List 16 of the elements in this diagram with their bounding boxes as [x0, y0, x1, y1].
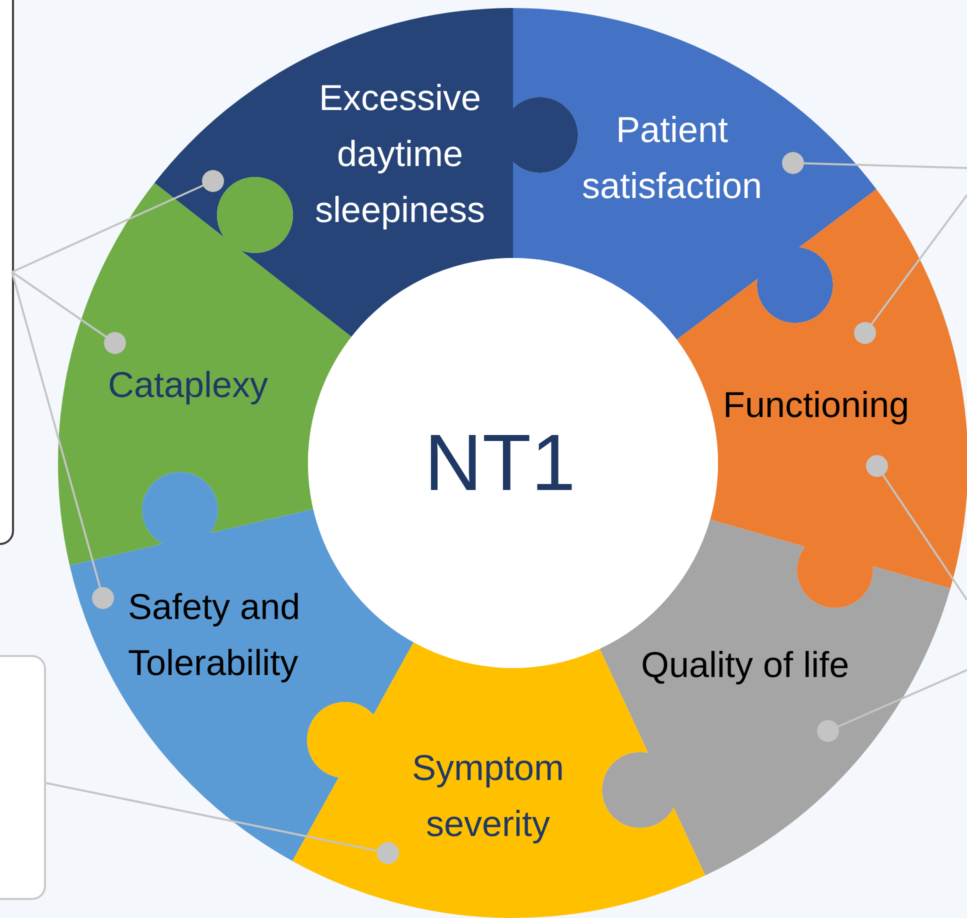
leader-line [817, 669, 967, 742]
piece-label: Safety and Tolerability [128, 585, 302, 685]
leader-line [11, 271, 126, 354]
piece-label: Excessive daytime sleepiness [314, 76, 486, 232]
leader-line [12, 170, 224, 273]
center-label: NT1 [423, 417, 577, 509]
leader-line [46, 782, 399, 864]
piece-label: Functioning [723, 383, 910, 427]
piece-label: Cataplexy [106, 363, 270, 407]
leader-line [11, 272, 114, 609]
piece-label: Patient satisfaction [580, 108, 764, 208]
leader-line [854, 194, 967, 344]
piece-label: Symptom severity [410, 746, 566, 846]
leader-line [866, 455, 967, 601]
leader-line [782, 152, 967, 174]
piece-label: Quality of life [641, 643, 850, 687]
